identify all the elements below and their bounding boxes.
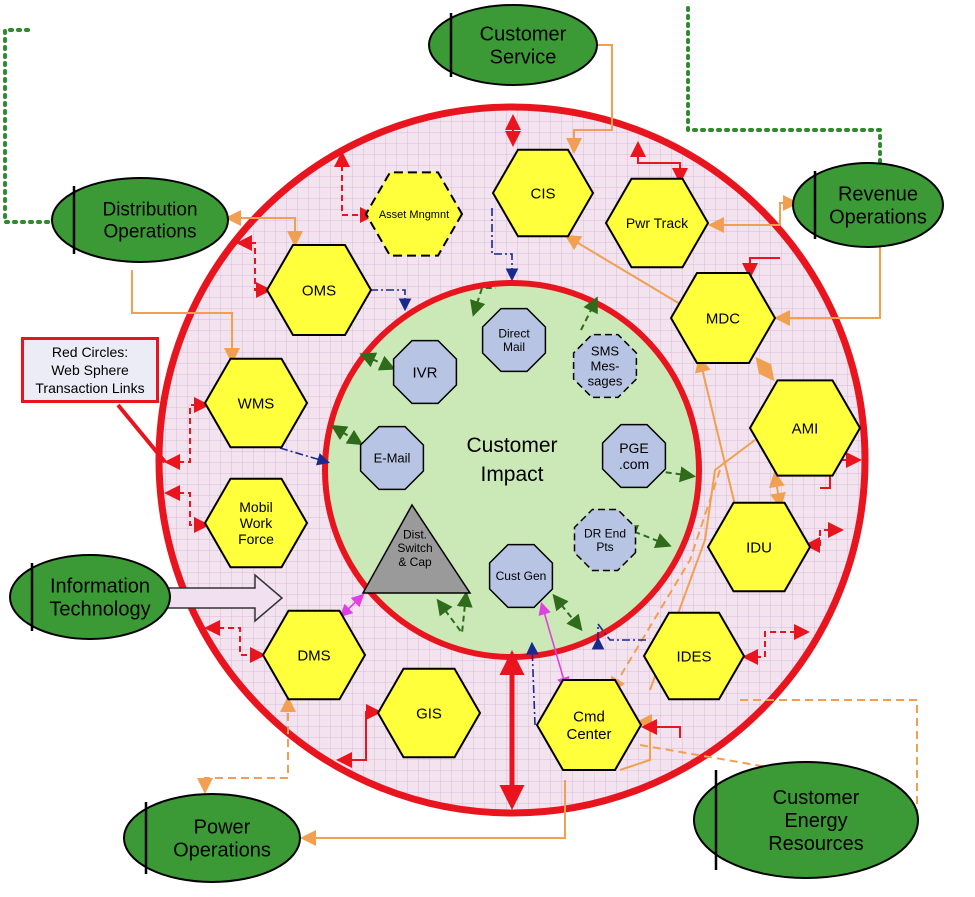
system-idu[interactable]: IDU xyxy=(706,501,812,593)
system-cis[interactable]: CIS xyxy=(491,148,595,238)
legend-line-2: Web Sphere xyxy=(51,362,129,378)
legend-pointer xyxy=(116,403,167,464)
navy-links xyxy=(279,208,648,726)
system-ami-label: AMI xyxy=(792,420,819,437)
channel-dist-switch-cap-label: & Cap xyxy=(398,555,432,569)
channel-dist-switch-cap[interactable]: Dist.Switch& Cap xyxy=(361,503,472,594)
legend-line-1: Red Circles: xyxy=(51,344,129,360)
channel-direct-mail-label: Mail xyxy=(503,340,525,354)
system-gis-label: GIS xyxy=(416,705,442,722)
system-dms-label: DMS xyxy=(297,647,330,664)
system-asset-mngmnt-label: Asset Mngmnt xyxy=(379,209,449,221)
channel-ivr-label: IVR xyxy=(412,364,437,381)
channel-dr-end-pts-label: Pts xyxy=(596,540,613,554)
orange-links xyxy=(131,44,881,846)
dept-customer-service-label: Service xyxy=(490,47,557,69)
system-oms-label: OMS xyxy=(302,282,336,299)
system-cis-label: CIS xyxy=(530,185,555,202)
channel-email[interactable]: E-Mail xyxy=(359,425,425,491)
channel-sms-messages-label: SMS xyxy=(591,344,620,359)
channel-ivr[interactable]: IVR xyxy=(392,339,458,405)
system-idu-label: IDU xyxy=(746,539,772,556)
dept-customer-service-label: Customer xyxy=(480,24,567,46)
system-cmd-center-label: Cmd xyxy=(573,709,605,726)
legend-box: Red Circles: Web Sphere Transaction Link… xyxy=(21,337,159,403)
channel-email-label: E-Mail xyxy=(374,451,411,466)
system-oms[interactable]: OMS xyxy=(265,244,373,336)
center-title-line2: Impact xyxy=(480,463,543,486)
system-wms[interactable]: WMS xyxy=(203,357,309,449)
system-asset-mngmnt[interactable]: Asset Mngmnt xyxy=(364,171,464,257)
channel-sms-messages-label: Mes- xyxy=(591,359,620,374)
dept-distribution-operations-label: Distribution xyxy=(102,200,197,221)
center-title-line1: Customer xyxy=(466,434,557,457)
system-mobil-work-force-label: Mobil xyxy=(239,499,272,515)
dept-revenue-operations-label: Operations xyxy=(829,207,927,229)
channel-cust-gen-label: Cust Gen xyxy=(496,569,547,583)
it-arrow xyxy=(162,573,284,623)
system-mdc-label: MDC xyxy=(706,310,740,327)
dept-customer-energy-resources-label: Energy xyxy=(784,810,847,832)
channel-sms-messages-label: sages xyxy=(588,374,623,389)
dept-information-technology-label: Information xyxy=(50,576,150,598)
dept-customer-energy-resources-label: Customer xyxy=(773,787,860,809)
dept-customer-energy-resources-label: Resources xyxy=(768,833,864,855)
system-pwr-track-label: Pwr Track xyxy=(626,215,689,231)
channel-direct-mail-label: Direct xyxy=(498,326,530,340)
dept-power-operations-label: Operations xyxy=(173,840,271,862)
system-pwr-track[interactable]: Pwr Track xyxy=(604,177,710,269)
channel-dist-switch-cap-label: Dist. xyxy=(403,527,427,541)
system-dms[interactable]: DMS xyxy=(261,609,367,701)
channel-dr-end-pts-label: DR End xyxy=(584,526,626,540)
system-ami[interactable]: AMI xyxy=(748,379,862,477)
red-solid-links xyxy=(336,114,862,768)
channel-pge-com-label: .com xyxy=(619,456,649,472)
channel-pge-com-label: PGE xyxy=(619,440,649,456)
system-ides-label: IDES xyxy=(676,648,711,665)
legend-line-3: Transaction Links xyxy=(35,380,145,396)
dept-power-operations-label: Power xyxy=(194,817,251,839)
dotted-link-revenue xyxy=(686,6,882,177)
system-mobil-work-force-label: Force xyxy=(238,531,274,547)
system-cmd-center-label: Center xyxy=(566,726,611,743)
system-mobil-work-force-label: Work xyxy=(240,515,273,531)
dept-revenue-operations-label: Revenue xyxy=(838,184,918,206)
dept-distribution-operations-label: Operations xyxy=(104,222,197,243)
dept-information-technology-label: Technology xyxy=(49,599,150,621)
system-wms-label: WMS xyxy=(238,395,275,412)
magenta-links xyxy=(339,593,570,691)
system-mdc[interactable]: MDC xyxy=(669,272,777,364)
channel-dist-switch-cap-label: Switch xyxy=(397,541,432,555)
green-channel-links xyxy=(330,287,696,636)
system-gis[interactable]: GIS xyxy=(376,667,482,759)
dotted-link-distribution xyxy=(3,28,57,224)
channel-cust-gen[interactable]: Cust Gen xyxy=(488,543,554,609)
channel-pge-com[interactable]: PGE.com xyxy=(601,423,667,489)
system-ides[interactable]: IDES xyxy=(642,611,746,701)
red-websphere-links xyxy=(164,151,844,665)
